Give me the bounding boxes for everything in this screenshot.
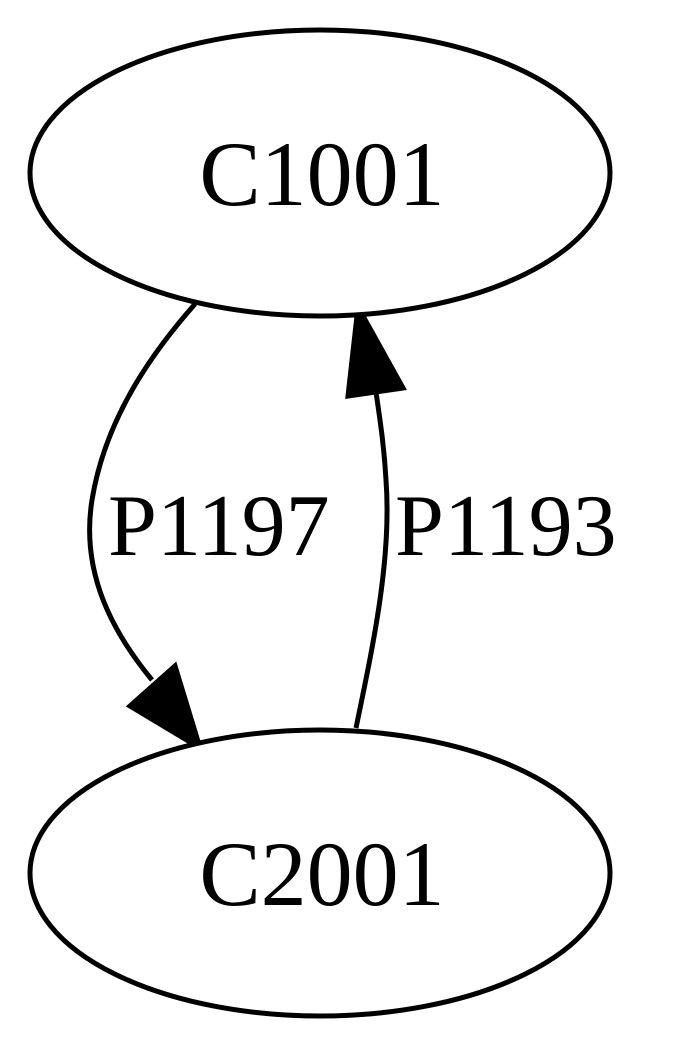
edge-line-p1197: [87, 302, 197, 682]
node-ellipse-c2001: [27, 727, 613, 1019]
edge-label-p1197: P1197: [108, 478, 330, 575]
edge-c2001-to-c1001: P1193: [345, 298, 617, 729]
edge-label-p1193: P1193: [395, 478, 617, 575]
edge-c1001-to-c2001: P1197: [87, 302, 330, 754]
arrowhead-to-c2001: [125, 661, 205, 754]
node-c1001: C1001: [27, 27, 613, 319]
edge-line-p1193: [353, 391, 390, 729]
node-label-c2001: C2001: [199, 823, 444, 925]
arrowhead-to-c1001: [345, 298, 407, 399]
node-c2001: C2001: [27, 727, 613, 1019]
node-ellipse-c1001: [27, 27, 613, 319]
node-label-c1001: C1001: [199, 123, 444, 225]
